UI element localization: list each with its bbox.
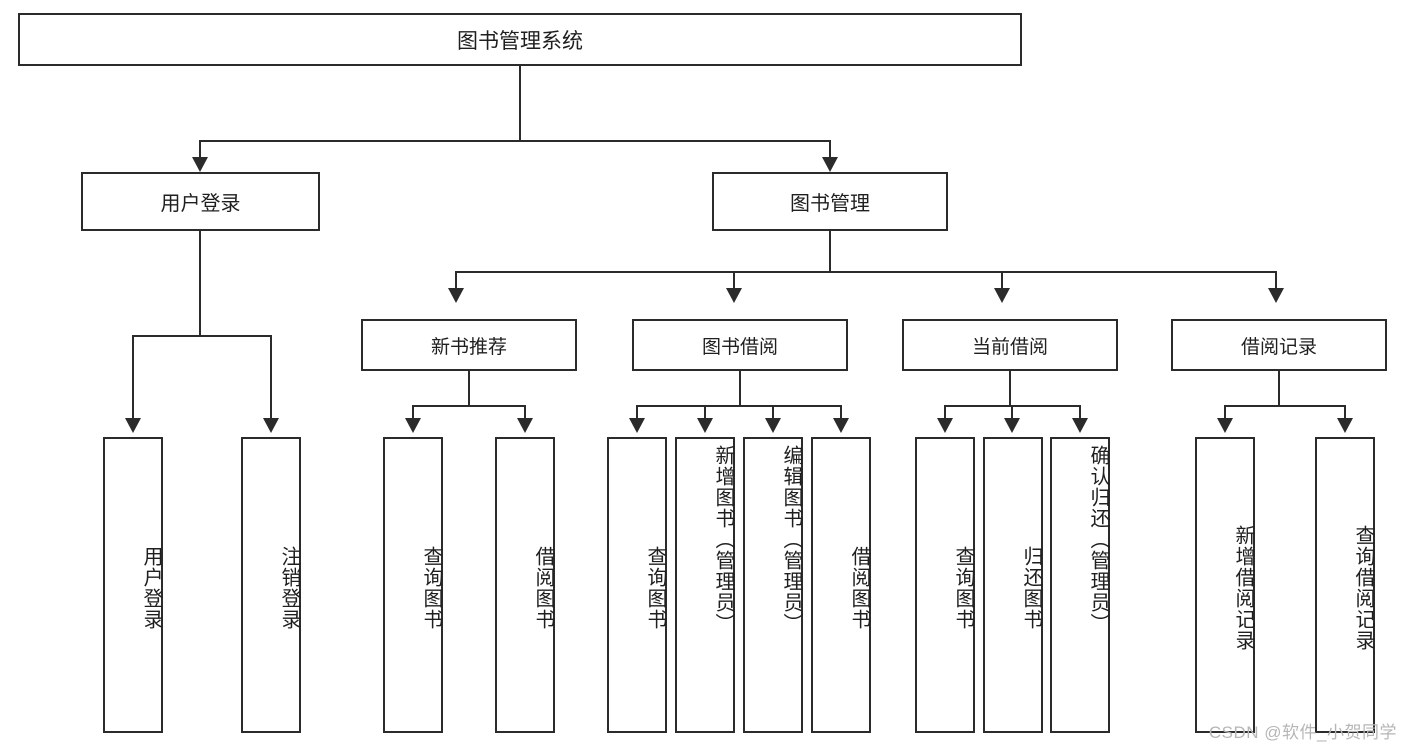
arrow-br-leaf-1 [1217,418,1233,433]
node-leaf-borrow-book-1[interactable]: 借阅图书 [495,437,555,733]
node-leaf-query-book-1[interactable]: 查询图书 [383,437,443,733]
connector-bm-drop-3 [1001,271,1003,289]
connector-user-login-stem [199,231,201,336]
connector-nbr-drop-1 [412,405,414,419]
node-book-borrow[interactable]: 图书借阅 [632,319,848,371]
node-user-login-label: 用户登录 [160,193,241,215]
arrow-bb-leaf-3 [765,418,781,433]
node-book-manage[interactable]: 图书管理 [712,172,948,231]
connector-book-manage-stem [829,231,831,273]
arrow-bb-leaf-4 [833,418,849,433]
leaf-label: 编辑图书（管理员） [780,445,802,634]
arrow-cb-leaf-3 [1072,418,1088,433]
arrow-cb-leaf-2 [1004,418,1020,433]
leaf-label: 新增借阅记录 [1232,525,1254,651]
connector-bb-bus [636,405,841,407]
node-new-book-recommend[interactable]: 新书推荐 [361,319,577,371]
leaf-label: 注销登录 [278,546,300,630]
connector-root-to-book-manage [829,140,831,158]
leaf-label: 新增图书（管理员） [712,445,734,634]
connector-br-bus [1224,405,1346,407]
leaf-label: 归还图书 [1020,546,1042,630]
connector-nbr-bus [412,405,526,407]
leaf-label: 用户登录 [140,546,162,630]
node-current-borrow[interactable]: 当前借阅 [902,319,1118,371]
arrow-nbr-leaf-1 [405,418,421,433]
arrow-nbr-leaf-2 [517,418,533,433]
arrow-bm-to-borrow-record [1268,288,1284,303]
node-book-borrow-label: 图书借阅 [701,336,778,358]
connector-book-manage-bus [455,271,1276,273]
connector-bb-stem [739,371,741,407]
connector-bm-drop-2 [733,271,735,289]
connector-cb-stem [1009,371,1011,407]
connector-bb-drop-1 [636,405,638,419]
node-borrow-record-label: 借阅记录 [1240,336,1317,358]
connector-user-login-bus [132,335,271,337]
node-leaf-query-book-3[interactable]: 查询图书 [915,437,975,733]
node-leaf-confirm-return[interactable]: 确认归还（管理员） [1050,437,1110,733]
connector-cb-drop-2 [1011,405,1013,419]
node-leaf-query-book-2[interactable]: 查询图书 [607,437,667,733]
connector-nbr-stem [468,371,470,407]
arrow-bb-leaf-2 [697,418,713,433]
node-leaf-borrow-book-2[interactable]: 借阅图书 [811,437,871,733]
node-user-login[interactable]: 用户登录 [81,172,320,231]
leaf-label: 查询图书 [952,546,974,630]
leaf-label: 借阅图书 [532,546,554,630]
leaf-label: 查询图书 [644,546,666,630]
connector-root-bus [199,140,831,142]
arrow-cb-leaf-1 [937,418,953,433]
connector-cb-drop-1 [944,405,946,419]
connector-br-drop-2 [1344,405,1346,419]
connector-bm-drop-4 [1275,271,1277,289]
arrow-root-to-user-login [192,157,208,172]
connector-br-drop-1 [1224,405,1226,419]
node-leaf-user-logout[interactable]: 注销登录 [241,437,301,733]
connector-bb-drop-4 [840,405,842,419]
node-root[interactable]: 图书管理系统 [18,13,1022,66]
arrow-br-leaf-2 [1337,418,1353,433]
connector-root-stem [519,66,521,141]
arrow-bb-leaf-1 [629,418,645,433]
node-leaf-edit-book[interactable]: 编辑图书（管理员） [743,437,803,733]
arrow-bm-to-book-borrow [726,288,742,303]
node-leaf-add-record[interactable]: 新增借阅记录 [1195,437,1255,733]
leaf-label: 查询借阅记录 [1352,525,1374,651]
leaf-label: 借阅图书 [848,546,870,630]
connector-bb-drop-2 [704,405,706,419]
connector-bm-drop-1 [455,271,457,289]
arrow-bm-to-current-borrow [994,288,1010,303]
node-leaf-return-book[interactable]: 归还图书 [983,437,1043,733]
node-leaf-query-record[interactable]: 查询借阅记录 [1315,437,1375,733]
node-borrow-record[interactable]: 借阅记录 [1171,319,1387,371]
connector-nbr-drop-2 [524,405,526,419]
node-root-label: 图书管理系统 [457,29,583,53]
arrow-user-login-leaf-1 [125,418,141,433]
connector-cb-drop-3 [1079,405,1081,419]
leaf-label: 确认归还（管理员） [1087,445,1109,634]
arrow-user-login-leaf-2 [263,418,279,433]
arrow-bm-to-new-book-recommend [448,288,464,303]
leaf-label: 查询图书 [420,546,442,630]
arrow-root-to-book-manage [822,157,838,172]
node-leaf-user-login[interactable]: 用户登录 [103,437,163,733]
node-current-borrow-label: 当前借阅 [971,336,1048,358]
node-book-manage-label: 图书管理 [790,193,870,215]
connector-user-login-drop-1 [132,335,134,419]
connector-bb-drop-3 [772,405,774,419]
node-leaf-add-book[interactable]: 新增图书（管理员） [675,437,735,733]
connector-root-to-user-login [199,140,201,158]
connector-br-stem [1278,371,1280,407]
node-new-book-recommend-label: 新书推荐 [430,336,507,358]
connector-user-login-drop-2 [270,335,272,419]
